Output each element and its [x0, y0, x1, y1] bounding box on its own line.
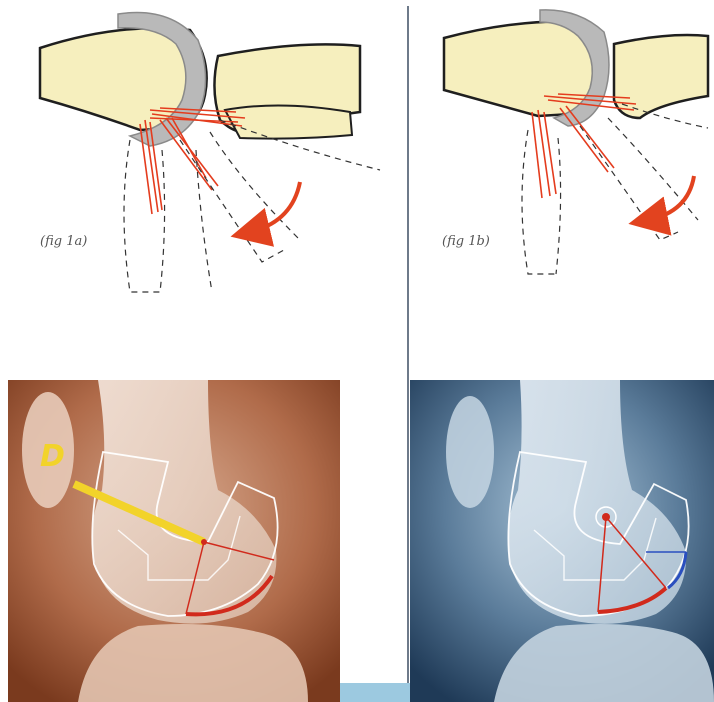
xray-left-panel: D	[8, 380, 340, 702]
rotation-center-dot	[201, 539, 207, 545]
figure-label-1b: (fig 1b)	[442, 234, 490, 249]
tibia-bone	[614, 35, 708, 118]
distance-label-d: D	[40, 439, 65, 474]
knee-diagram-fig-1b: (fig 1b)	[408, 0, 714, 380]
blue-strip	[340, 683, 410, 702]
xray-right-panel	[410, 380, 714, 702]
dashed-limb-outlines	[522, 104, 708, 274]
panel-divider	[407, 6, 409, 702]
rotation-arrow	[648, 176, 694, 220]
knee-diagram-fig-1a: (fig 1a)	[0, 0, 408, 380]
rotation-arrow	[250, 182, 300, 232]
patella-xray	[446, 396, 494, 508]
figure-label-1a: (fig 1a)	[40, 234, 87, 249]
dashed-limb-outlines	[124, 120, 380, 292]
